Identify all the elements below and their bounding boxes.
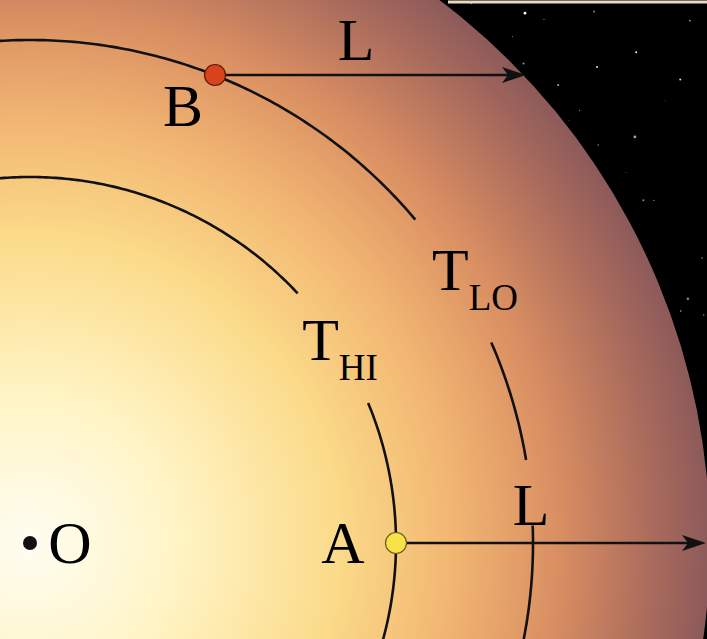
background-star <box>593 11 595 13</box>
arrowhead <box>502 67 526 83</box>
background-star <box>635 51 637 53</box>
luminosity-label: L <box>513 475 550 535</box>
background-star <box>687 298 689 300</box>
background-star <box>653 200 654 201</box>
frame-edge <box>448 1 707 4</box>
isotherm-arc <box>0 177 298 293</box>
symbol-main: T <box>302 307 339 373</box>
background-star <box>568 120 570 122</box>
center-label: O <box>48 513 91 573</box>
temperature-label: TLO <box>432 240 518 300</box>
point-label: A <box>321 513 364 573</box>
point-label: B <box>163 76 203 136</box>
arrow-shaft <box>407 542 692 545</box>
point-a <box>386 533 407 554</box>
luminosity-arrow <box>407 535 706 551</box>
background-star <box>596 66 598 68</box>
isotherm-arc <box>491 342 526 460</box>
luminosity-arrow <box>226 67 526 83</box>
background-star <box>543 19 544 20</box>
isotherm-arc <box>368 403 396 639</box>
background-star <box>642 199 644 201</box>
background-star <box>689 20 691 22</box>
background-star <box>680 310 682 312</box>
background-star <box>633 135 636 138</box>
background-star <box>522 62 524 64</box>
background-star <box>579 110 580 111</box>
symbol-subscript: LO <box>469 277 518 318</box>
symbol-subscript: HI <box>339 347 378 388</box>
background-star <box>625 172 627 174</box>
temperature-label: THI <box>302 310 378 370</box>
background-star <box>557 84 559 86</box>
background-star <box>598 144 599 145</box>
background-star <box>511 36 513 38</box>
isotherm-arcs <box>0 40 533 639</box>
background-star <box>701 257 703 259</box>
background-star <box>664 100 666 102</box>
center-point <box>23 536 37 550</box>
arrowhead <box>682 535 706 551</box>
background-star <box>524 12 527 15</box>
luminosity-label: L <box>338 10 375 70</box>
symbol-main: T <box>432 237 469 303</box>
arrow-shaft <box>226 74 512 77</box>
luminosity-arrows <box>226 67 706 551</box>
point-b <box>205 65 226 86</box>
background-star <box>703 314 704 315</box>
background-star <box>679 78 681 80</box>
